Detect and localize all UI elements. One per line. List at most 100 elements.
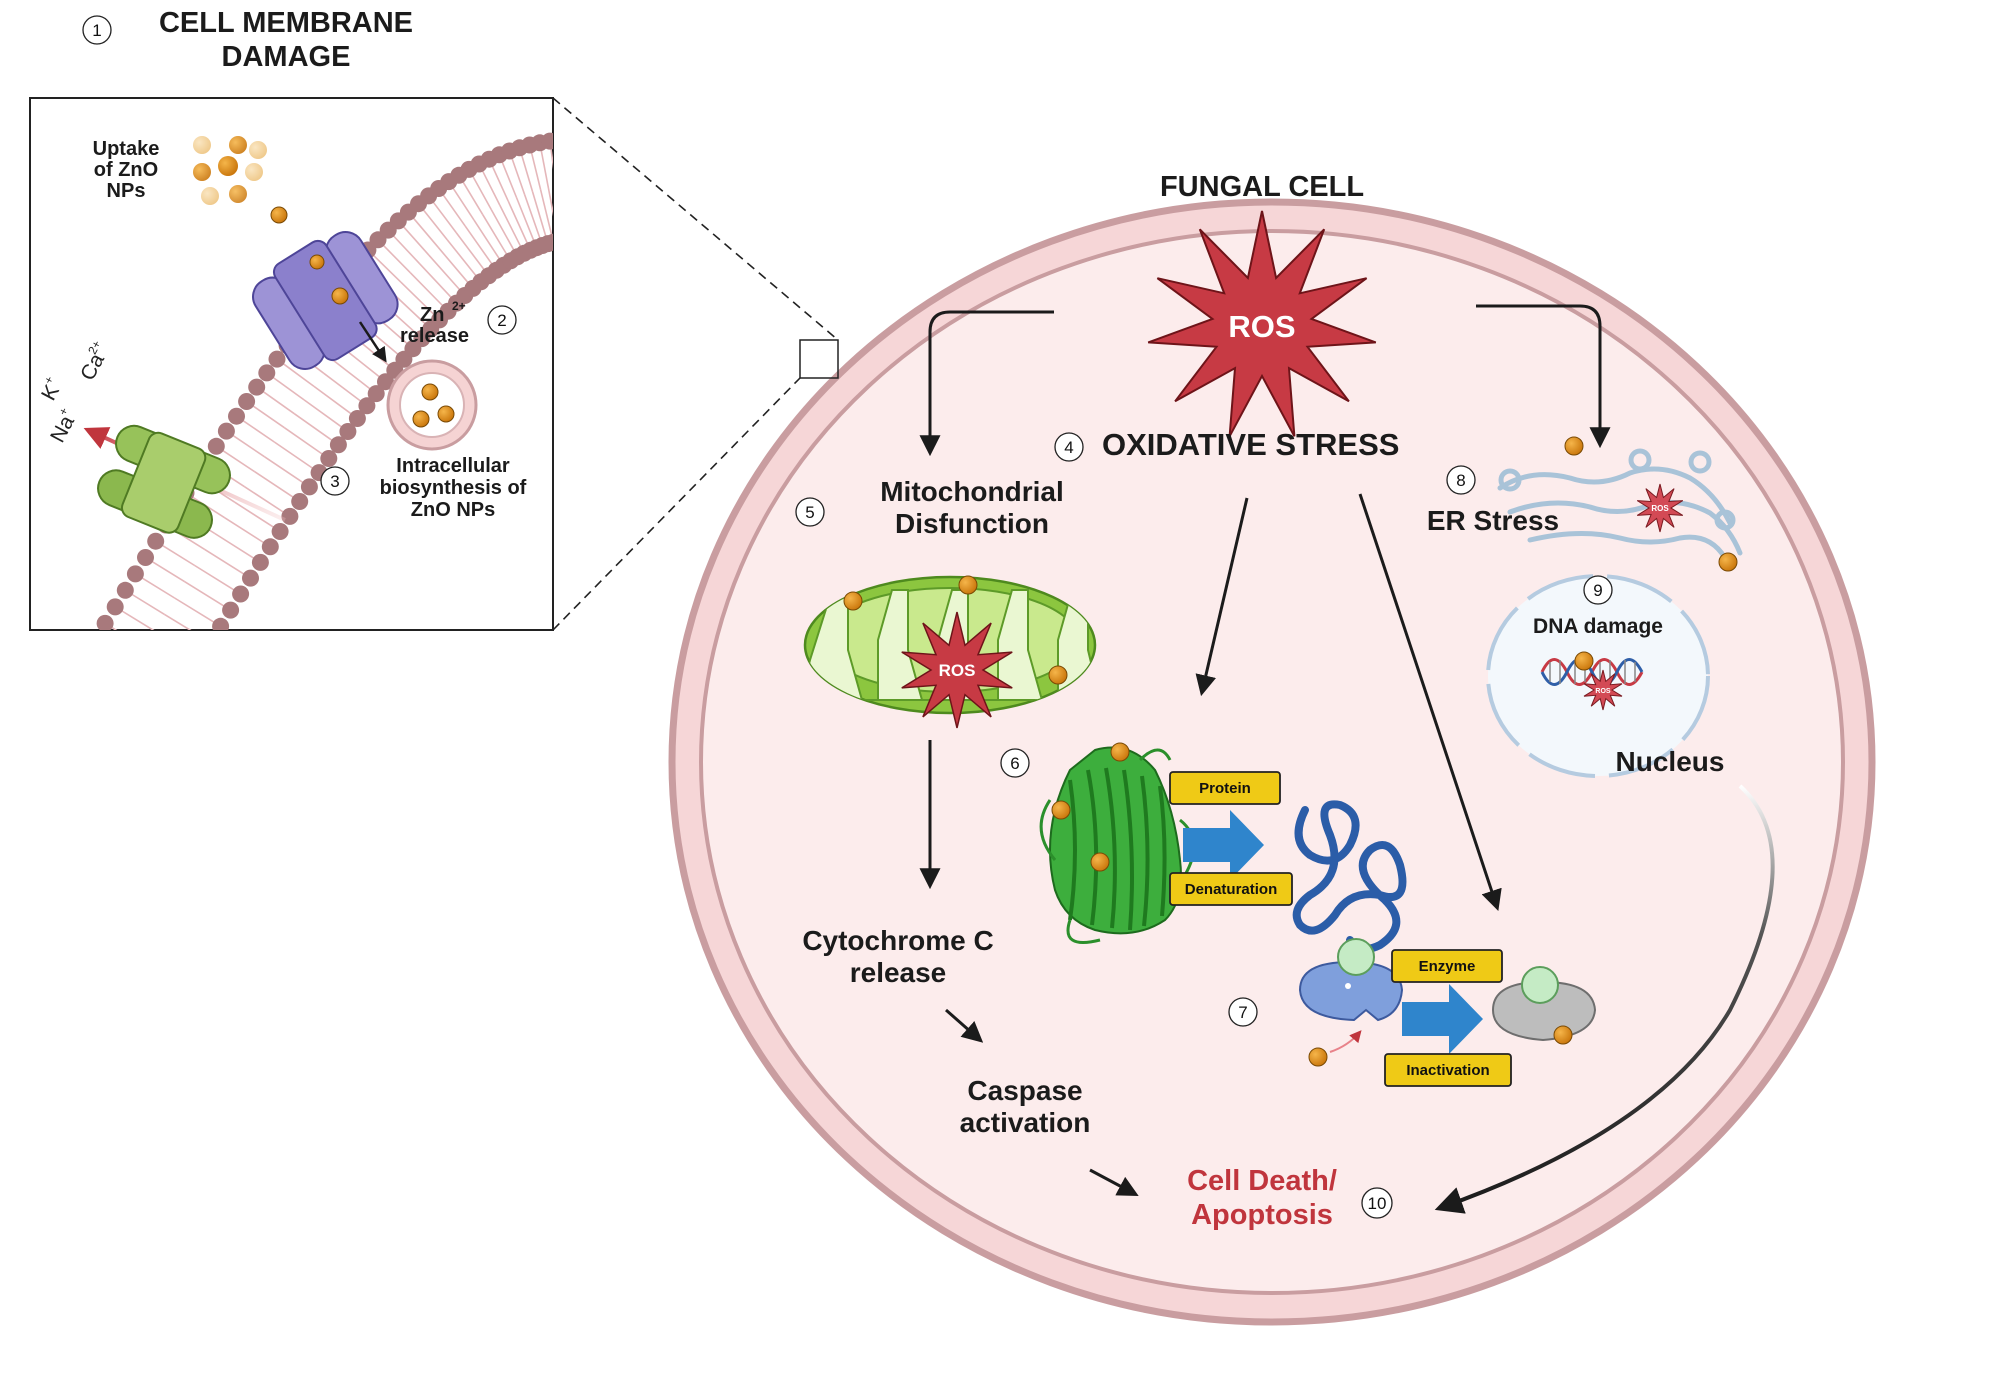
lipid-head: [258, 364, 276, 382]
denaturation-arrow: [1183, 810, 1264, 880]
lipid-head: [248, 378, 266, 396]
lipid-head: [222, 601, 240, 619]
lipid-head: [551, 135, 553, 145]
zno-np: [270, 206, 288, 224]
lipid-head: [550, 234, 553, 248]
inactive-enzyme: [1491, 966, 1597, 1045]
mito-ros-label: ROS: [939, 661, 976, 680]
dna-damage-label: DNA damage: [1533, 615, 1663, 638]
denatured-protein-coil: [1292, 800, 1407, 953]
lipid-head: [202, 634, 219, 651]
zn-ion-charge: 2+: [452, 299, 466, 313]
lipid-head: [182, 667, 199, 684]
membrane-panel: Uptake of ZnO NPs Zn 2+ release 2 3 Intr…: [29, 97, 572, 701]
cytochrome-line1: Cytochrome C: [802, 925, 993, 956]
lipid-head: [268, 350, 286, 368]
lipid-head: [555, 232, 572, 249]
lipid-head: [192, 651, 209, 668]
caspase-line1: Caspase: [967, 1075, 1082, 1106]
lipid-head: [367, 385, 385, 403]
lipid-head: [300, 478, 318, 496]
arrow-to-death: [1089, 1168, 1139, 1196]
inactivation-tag: Inactivation: [1406, 1062, 1489, 1079]
cell-death-outcome: Cell Death/ Apoptosis 10: [1187, 1165, 1393, 1231]
nucleus: 9 DNA damage ROS Nucleus: [1486, 574, 1725, 778]
biosynth-line2: biosynthesis of: [380, 477, 527, 499]
er-stress: 8 ER Stress ROS: [1427, 436, 1743, 572]
mitochondrial-label: 5 Mitochondrial Disfunction: [795, 476, 1064, 539]
zoom-callout: [552, 97, 839, 631]
lipid-head: [126, 565, 144, 583]
step-3-number: 3: [330, 472, 339, 491]
lipid-head: [281, 507, 299, 525]
cytochrome-line2: release: [850, 957, 947, 988]
lipid-head: [348, 410, 366, 427]
uptake-line1: Uptake: [93, 138, 160, 160]
lipid-head: [320, 450, 338, 467]
arrow-to-er: [1476, 304, 1611, 449]
ion-channel-green: [97, 424, 231, 539]
biosynthesis-label: 3 Intracellular biosynthesis of ZnO NPs: [320, 455, 527, 521]
lipid-head: [377, 373, 394, 391]
lipid-head: [207, 437, 225, 455]
lipid-head: [339, 423, 357, 440]
lipid-head: [217, 422, 235, 440]
lipid-head: [261, 538, 279, 556]
ion-ca-charge: 2+: [85, 338, 104, 357]
arrow-to-caspase: [945, 1008, 984, 1043]
zn-release-label: Zn 2+ release 2: [400, 299, 517, 347]
lipid-head: [172, 684, 189, 701]
lipid-head: [551, 135, 553, 145]
arrow-nucleus-to-death: [1434, 784, 1775, 1214]
step-7-number: 7: [1238, 1003, 1247, 1022]
ros-burst-central: ROS: [1147, 210, 1377, 437]
lipid-head: [228, 407, 245, 425]
intracellular-vesicle: [386, 359, 478, 451]
zno-np: [309, 254, 325, 270]
death-line2: Apoptosis: [1191, 1199, 1333, 1231]
lipid-head: [251, 553, 269, 571]
lipid-head: [116, 581, 134, 599]
step-2-number: 2: [497, 311, 506, 330]
biosynth-line3: ZnO NPs: [411, 499, 495, 521]
zn-ion-symbol: Zn: [420, 304, 444, 326]
zno-np-cluster: [193, 136, 267, 205]
lipid-head: [291, 493, 309, 510]
step-6-number: 6: [1010, 754, 1019, 773]
protein-denaturation: 6 Protein Denaturation: [1000, 742, 1407, 953]
ros-label: ROS: [1228, 309, 1295, 344]
membrane-panel-title: 1 CELL MEMBRANE DAMAGE: [82, 7, 413, 73]
lipid-head: [232, 585, 250, 603]
zno-np: [331, 287, 349, 305]
folded-protein-barrel: [1039, 742, 1196, 944]
step-8-number: 8: [1456, 471, 1465, 490]
biosynth-line1: Intracellular: [396, 455, 510, 477]
lipid-head: [271, 523, 289, 540]
step-5-number: 5: [805, 503, 814, 522]
zoom-source-box: [799, 339, 839, 379]
arrow-to-protein: [1195, 497, 1249, 697]
lipid-head: [541, 132, 553, 150]
membrane-title-line1: CELL MEMBRANE: [159, 7, 413, 39]
lipid-head: [358, 397, 376, 415]
mito-line2: Disfunction: [895, 508, 1049, 539]
step-1-number: 1: [92, 21, 101, 40]
denaturation-tag: Denaturation: [1185, 881, 1278, 898]
lipid-head: [96, 614, 114, 630]
lipid-head: [147, 532, 165, 550]
inactivation-arrow: [1402, 984, 1483, 1054]
zoom-line-top: [552, 97, 839, 341]
nucleus-label: Nucleus: [1616, 746, 1725, 777]
mitochondrion: ROS: [803, 575, 1097, 729]
lipid-head: [329, 436, 347, 454]
lipid-head: [212, 617, 230, 630]
lipid-head: [137, 549, 154, 566]
er-stress-label: ER Stress: [1427, 505, 1559, 536]
oxidative-stress-label: 4 OXIDATIVE STRESS: [1054, 427, 1399, 462]
caspase-line2: activation: [960, 1107, 1091, 1138]
arrow-to-enzyme: [1358, 493, 1502, 911]
lipid-head: [238, 393, 256, 410]
death-line1: Cell Death/: [1187, 1165, 1337, 1197]
zno-transporter-purple: [252, 231, 399, 370]
dna-ros-label: ROS: [1595, 688, 1611, 695]
